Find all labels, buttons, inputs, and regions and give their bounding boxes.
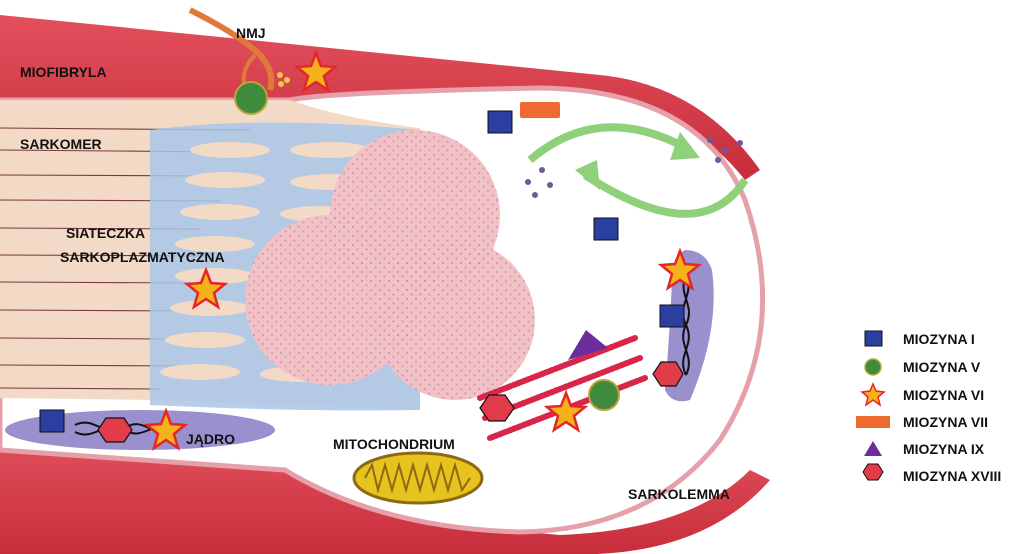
legend-label-myosin-xviii: MIOZYNA XVIII [903, 468, 1001, 484]
legend-icon-myosin-xviii [862, 463, 884, 481]
myosin-v-marker [588, 379, 620, 411]
legend-icon-myosin-ix [864, 441, 882, 456]
myosin-i-marker [593, 217, 619, 241]
myosin-vi-marker [143, 407, 189, 451]
myosin-xviii-marker [97, 417, 133, 443]
recycling-arrows [527, 123, 749, 218]
mitochondrion [352, 451, 484, 505]
myosin-vi-marker [183, 266, 229, 310]
legend-icon-myosin-i [864, 330, 883, 347]
label-nmj: NMJ [236, 25, 266, 41]
legend-label-myosin-i: MIOZYNA I [903, 331, 975, 347]
myosin-i-marker [487, 110, 513, 134]
myosin-xviii-marker [652, 361, 684, 387]
myosin-i-marker [659, 304, 685, 328]
myosin-v-marker [234, 81, 268, 115]
vesicle-dots [525, 137, 743, 198]
myosin-i-marker [39, 409, 65, 433]
label-sarkolemma: SARKOLEMMA [628, 486, 730, 502]
myosin-vii-marker [520, 102, 560, 118]
label-sarkomer: SARKOMER [20, 136, 102, 152]
legend-label-myosin-ix: MIOZYNA IX [903, 441, 985, 457]
legend-icon-myosin-vii [856, 416, 890, 428]
legend: MIOZYNA I MIOZYNA V MIOZYNA VI MIOZYNA V… [856, 330, 1001, 484]
myosin-vi-marker [657, 247, 703, 291]
legend-icon-myosin-v [864, 358, 882, 376]
legend-icon-myosin-vi [860, 382, 886, 407]
myosin-markers [39, 81, 685, 443]
myosin-vi-marker [293, 49, 339, 93]
legend-label-myosin-vii: MIOZYNA VII [903, 414, 988, 430]
myosin-xviii-marker [479, 394, 515, 422]
label-mitochondrium: MITOCHONDRIUM [333, 436, 455, 452]
label-sarkoplazmatyczna: SARKOPLAZMATYCZNA [60, 249, 225, 265]
myofibril-cross-section [245, 130, 535, 400]
legend-label-myosin-vi: MIOZYNA VI [903, 387, 984, 403]
muscle-fiber-bottom [0, 440, 770, 554]
myosin-vi-marker [543, 389, 589, 433]
label-jadro: JĄDRO [186, 431, 235, 447]
label-miofibryla: MIOFIBRYLA [20, 64, 107, 80]
myosin-ix-marker [568, 330, 608, 360]
myosin-vi-stars [143, 49, 703, 451]
legend-label-myosin-v: MIOZYNA V [903, 359, 981, 375]
label-siateczka: SIATECZKA [66, 225, 145, 241]
